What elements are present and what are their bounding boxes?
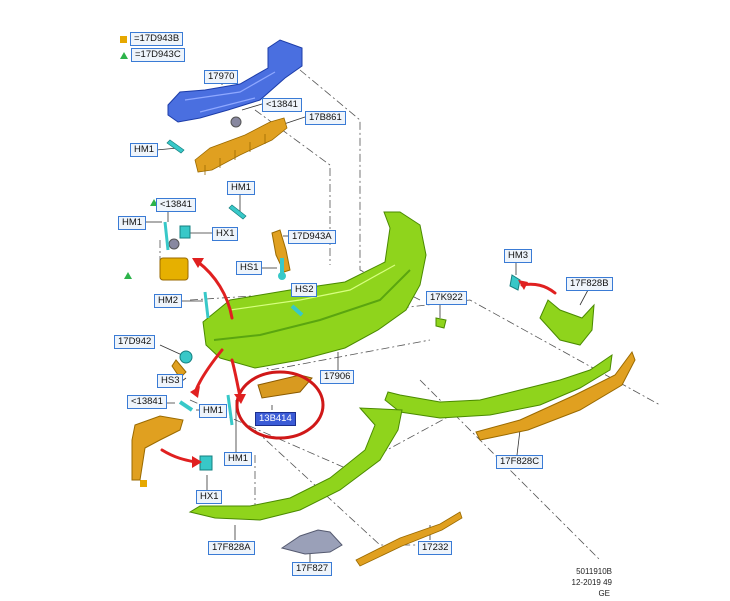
reinforcement-beam-17970: [167, 39, 303, 123]
strip-17232: [355, 511, 463, 567]
label-17K922: 17K922: [426, 291, 467, 305]
energy-absorber-17B861: [194, 117, 288, 173]
clip-hs3: [179, 350, 193, 364]
trim-17F828B: [539, 299, 595, 346]
screw-hs1-head: [278, 272, 286, 280]
clip-hm1-e: [226, 394, 234, 426]
triangle-icon: [120, 51, 128, 59]
part-13B414: [257, 374, 313, 399]
push-pin-13841-mid: [168, 238, 180, 250]
label-hx1-b: HX1: [196, 490, 223, 504]
valance-green: [384, 353, 613, 419]
footer-date: 12-2019 49: [571, 578, 612, 587]
label-17F828A: 17F828A: [208, 541, 255, 555]
callout-lines: [146, 78, 589, 565]
legend-square-code: =17D943B: [130, 32, 184, 46]
part-17K922: [435, 317, 447, 329]
label-13841-mid: <13841: [156, 198, 196, 212]
square-icon: [120, 35, 127, 43]
absorber-ribs: [204, 134, 266, 175]
valance-orange-17F828C: [475, 350, 636, 441]
label-17232: 17232: [418, 541, 453, 555]
lower-bracket-13841: [131, 415, 184, 481]
bumper-top-edge: [229, 264, 396, 311]
label-13841-top: <13841: [262, 98, 302, 112]
screw-hs2: [290, 304, 304, 317]
triangle-marker: [124, 272, 132, 279]
clip-hx1-a: [179, 225, 191, 239]
label-17B861: 17B861: [305, 111, 346, 125]
label-hm1-e: HM1: [224, 452, 253, 466]
label-13B414: 13B414: [255, 412, 296, 426]
push-pin-13841-top: [230, 116, 242, 128]
label-17D942: 17D942: [114, 335, 156, 349]
footer-region: GE: [598, 589, 610, 598]
clip-hm2: [203, 291, 210, 319]
clip-stem: [163, 221, 170, 251]
bumper-shading: [213, 269, 411, 341]
label-hm3: HM3: [504, 249, 533, 263]
label-hs2: HS2: [291, 283, 318, 297]
footer-code: 5011910B: [576, 567, 612, 576]
beam-highlight: [184, 71, 276, 113]
clip-hm3: [509, 274, 521, 291]
clip-hm1-a: [166, 139, 185, 154]
clip-hm1-c: [228, 204, 247, 220]
label-17F828B: 17F828B: [566, 277, 613, 291]
label-hm1-c: HM1: [118, 216, 147, 230]
clip-hm1-d: [178, 400, 194, 412]
part-17F827: [280, 529, 343, 555]
label-13841-low: <13841: [127, 395, 167, 409]
label-17D943A: 17D943A: [288, 230, 336, 244]
legend-square: =17D943B: [120, 32, 184, 46]
label-17906: 17906: [320, 370, 355, 384]
side-bracket-17D943A: [271, 229, 291, 273]
red-arrowheads: [190, 258, 528, 468]
valance-17F828A: [188, 407, 403, 521]
label-17970: 17970: [204, 70, 239, 84]
legend-triangle: =17D943C: [120, 48, 185, 62]
clip-hx1-b: [199, 455, 213, 471]
label-hx1-a: HX1: [212, 227, 239, 241]
label-hm1-a: HM1: [130, 143, 159, 157]
label-hm1-d: HM1: [199, 404, 228, 418]
label-17F827: 17F827: [292, 562, 333, 576]
legend-triangle-code: =17D943C: [131, 48, 185, 62]
label-17F828C: 17F828C: [496, 455, 544, 469]
bracket-17D943B-upper: [159, 257, 189, 281]
square-marker: [140, 480, 147, 487]
label-hm1-b: HM1: [227, 181, 256, 195]
label-hm2: HM2: [154, 294, 183, 308]
label-hs3: HS3: [157, 374, 184, 388]
highlight-ellipse: [235, 370, 325, 440]
label-hs1: HS1: [236, 261, 263, 275]
